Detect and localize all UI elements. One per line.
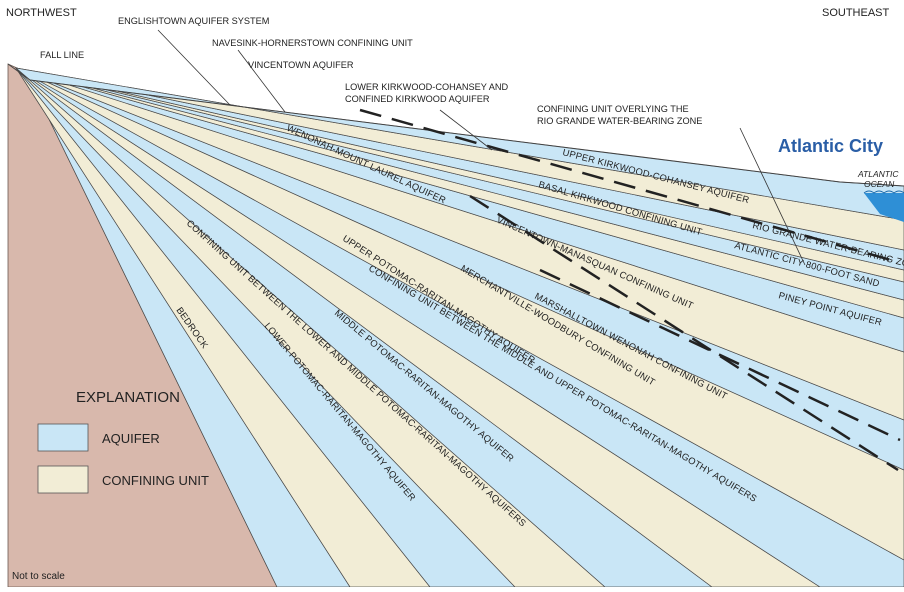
label-lower-kirkwood-2: CONFINED KIRKWOOD AQUIFER bbox=[345, 94, 490, 104]
legend-label-aquifer: AQUIFER bbox=[102, 431, 160, 446]
legend-title: EXPLANATION bbox=[76, 389, 180, 406]
label-englishtown: ENGLISHTOWN AQUIFER SYSTEM bbox=[118, 16, 269, 26]
ocean-water bbox=[864, 193, 904, 222]
legend-swatch-aquifer bbox=[37, 423, 89, 452]
label-atlantic-city: Atlantic City bbox=[778, 136, 883, 156]
label-ocean-2: OCEAN bbox=[864, 179, 895, 189]
label-rio-overlying-2: RIO GRANDE WATER-BEARING ZONE bbox=[537, 116, 702, 126]
label-fall-line: FALL LINE bbox=[40, 50, 84, 60]
legend-swatch-confining bbox=[37, 465, 89, 494]
direction-northwest: NORTHWEST bbox=[6, 7, 77, 19]
label-rio-overlying-1: CONFINING UNIT OVERLYING THE bbox=[537, 104, 689, 114]
direction-southeast: SOUTHEAST bbox=[822, 7, 890, 19]
leader-englishtown bbox=[157, 29, 231, 106]
legend-label-confining: CONFINING UNIT bbox=[102, 473, 209, 488]
scale-note: Not to scale bbox=[12, 571, 65, 582]
leader-navesink bbox=[237, 49, 286, 113]
label-vincentown: VINCENTOWN AQUIFER bbox=[248, 60, 354, 70]
ocean-waves bbox=[863, 190, 904, 194]
leader-lower-kirkwood bbox=[439, 109, 493, 151]
legend-box: EXPLANATION AQUIFER CONFINING UNIT bbox=[37, 389, 209, 494]
label-navesink: NAVESINK-HORNERSTOWN CONFINING UNIT bbox=[212, 38, 413, 48]
dashed-boundary-lower bbox=[469, 194, 899, 472]
dashed-boundary-upper bbox=[359, 108, 899, 264]
label-ocean-1: ATLANTIC bbox=[857, 169, 899, 179]
label-lower-kirkwood-1: LOWER KIRKWOOD-COHANSEY AND bbox=[345, 82, 509, 92]
layer-bands bbox=[14, 67, 904, 588]
dashed-boundary-middle bbox=[539, 268, 901, 442]
leader-rio-overlying bbox=[739, 127, 806, 266]
